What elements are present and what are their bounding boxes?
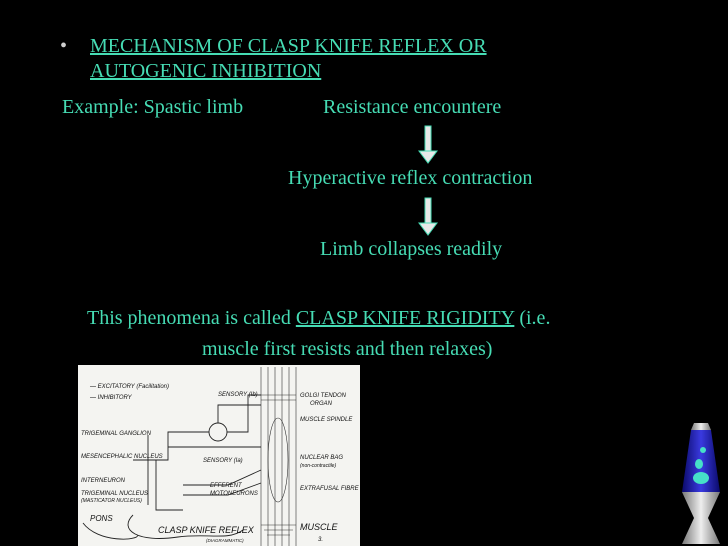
label-muscle-spindle: MUSCLE SPINDLE	[300, 417, 353, 423]
label-non-contractile: (non-contractile)	[300, 463, 336, 469]
down-arrow-icon	[418, 197, 438, 236]
bullet-icon: •	[60, 35, 68, 57]
phenomena-suffix: (i.e.	[514, 307, 551, 329]
phenomena-term: CLASP KNIFE RIGIDITY	[295, 307, 515, 329]
label-diagrammatic: (DIAGRAMMATIC)	[206, 538, 244, 543]
label-extrafusal: EXTRAFUSAL FIBRE	[300, 486, 360, 492]
label-trigeminal-ganglion: TRIGEMINAL GANGLION	[81, 431, 152, 437]
phenomena-prefix: This phenomena is called	[87, 307, 296, 329]
neural-pathways	[82, 394, 262, 540]
label-muscle: MUSCLE	[300, 522, 339, 532]
down-arrow-icon	[418, 125, 438, 164]
label-efferent: EFFERENT	[210, 483, 243, 489]
title-line-1: MECHANISM OF CLASP KNIFE REFLEX OR	[90, 35, 487, 57]
label-sensory-1b: SENSORY (Ib)	[218, 392, 258, 398]
clasp-knife-reflex-diagram: — EXCITATORY (Facilitation) — INHIBITORY	[78, 365, 360, 546]
label-pons: PONS	[90, 514, 113, 523]
phenomena-line-2: muscle first resists and then relaxes)	[202, 338, 493, 360]
label-interneuron: INTERNEURON	[81, 478, 126, 484]
label-trigeminal-nucleus: TRIGEMINAL NUCLEUS	[81, 491, 148, 497]
lava-lamp-icon	[682, 423, 720, 544]
label-mesencephalic: MESENCEPHALIC NUCLEUS	[81, 454, 163, 460]
label-organ: ORGAN	[310, 401, 333, 407]
phenomena-line-1: This phenomena is called CLASP KNIFE RIG…	[87, 307, 550, 330]
label-muscle-num: 3.	[318, 537, 323, 543]
step-2: Hyperactive reflex contraction	[288, 167, 533, 189]
label-clasp-title: CLASP KNIFE REFLEX	[158, 525, 255, 535]
title-line-2: AUTOGENIC INHIBITION	[90, 60, 322, 82]
legend-inhibitory: — INHIBITORY	[89, 395, 133, 401]
example-label: Example: Spastic limb	[62, 96, 244, 118]
muscle-fibres	[260, 367, 297, 546]
legend-excitatory: — EXCITATORY (Facilitation)	[89, 384, 169, 390]
label-motoneurons: MOTONEURONS	[210, 491, 258, 497]
label-golgi: GOLGI TENDON	[300, 393, 347, 399]
step-1: Resistance encountere	[323, 96, 502, 118]
label-nuclear-bag: NUCLEAR BAG	[300, 455, 343, 461]
step-3: Limb collapses readily	[320, 238, 503, 260]
label-masticator-nucleus: (MASTICATOR NUCLEUS)	[81, 498, 142, 504]
slide-title: MECHANISM OF CLASP KNIFE REFLEX OR AUTOG…	[90, 34, 690, 84]
label-sensory-1a: SENSORY (Ia)	[203, 458, 243, 464]
